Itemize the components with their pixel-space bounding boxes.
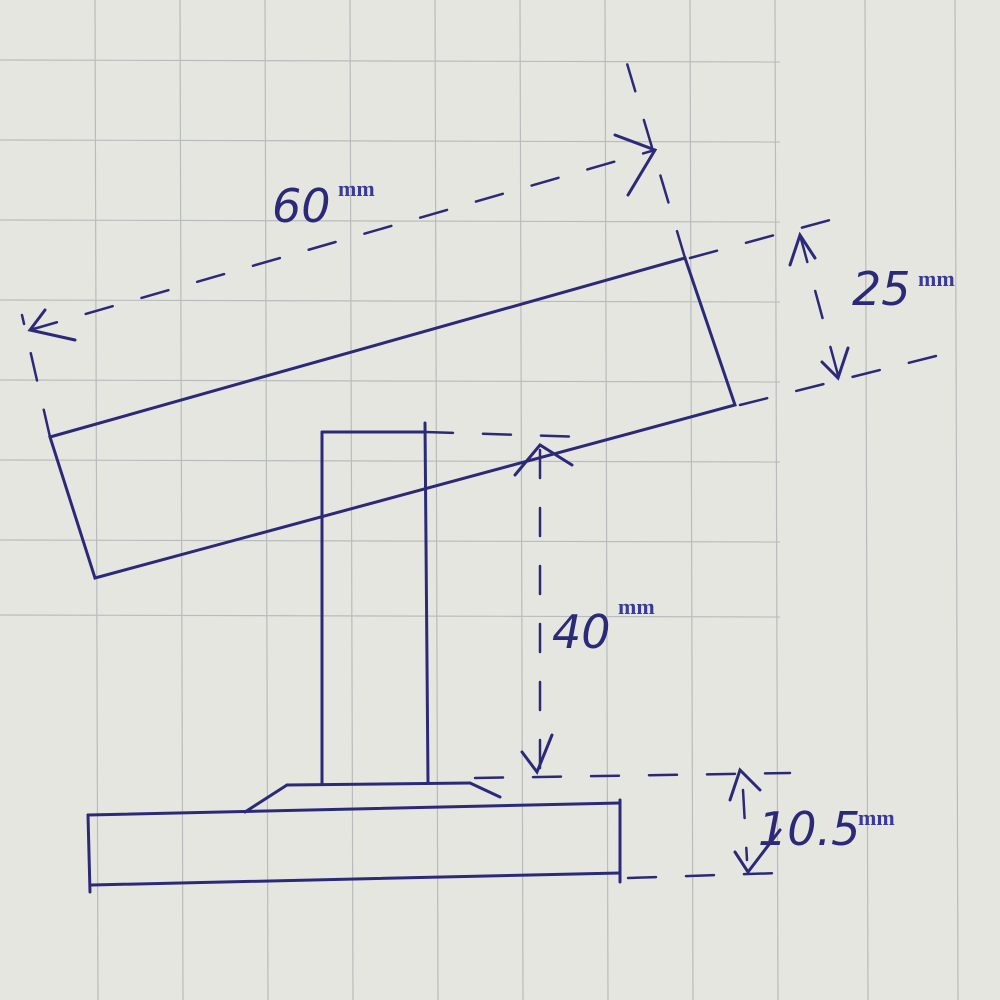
label-height-unit: mm	[618, 594, 655, 619]
grid-line	[0, 379, 781, 383]
label-width: 25 mm	[852, 262, 955, 316]
grid-line	[0, 614, 781, 618]
grid-line	[264, 0, 269, 1000]
base-plate	[86, 798, 622, 894]
grid-line	[689, 0, 694, 1000]
label-width-unit: mm	[918, 266, 955, 291]
label-length-value: 60	[272, 179, 331, 233]
grid-line	[0, 299, 781, 303]
label-length-unit: mm	[338, 176, 375, 201]
tilted-plate	[48, 256, 737, 580]
grid-line	[0, 219, 781, 223]
grid-line	[604, 0, 609, 1000]
label-height: 40 mm	[552, 594, 655, 659]
dimension-thickness	[626, 767, 782, 880]
grid-line	[349, 0, 354, 1000]
grid-line	[954, 0, 959, 1000]
grid-line	[519, 0, 524, 1000]
label-width-value: 25	[852, 262, 911, 316]
grid-line	[0, 539, 781, 543]
grid-line	[0, 59, 781, 63]
label-height-value: 40	[552, 605, 611, 659]
label-thickness-value: 10.5	[758, 802, 860, 856]
label-thickness-unit: mm	[858, 805, 895, 830]
grid-line	[864, 0, 869, 1000]
vertical-post	[243, 421, 502, 814]
grid-line	[179, 0, 184, 1000]
dimension-height	[423, 430, 792, 780]
grid-line	[94, 0, 99, 1000]
label-length: 60 mm	[272, 176, 375, 233]
dimension-width	[688, 218, 942, 407]
dimension-length	[20, 38, 687, 439]
weld-left	[243, 783, 289, 814]
label-thickness: 10.5 mm	[758, 802, 895, 856]
weld-right	[468, 781, 502, 799]
grid-line	[0, 459, 781, 463]
grid-line	[0, 139, 781, 143]
grid-line	[434, 0, 439, 1000]
